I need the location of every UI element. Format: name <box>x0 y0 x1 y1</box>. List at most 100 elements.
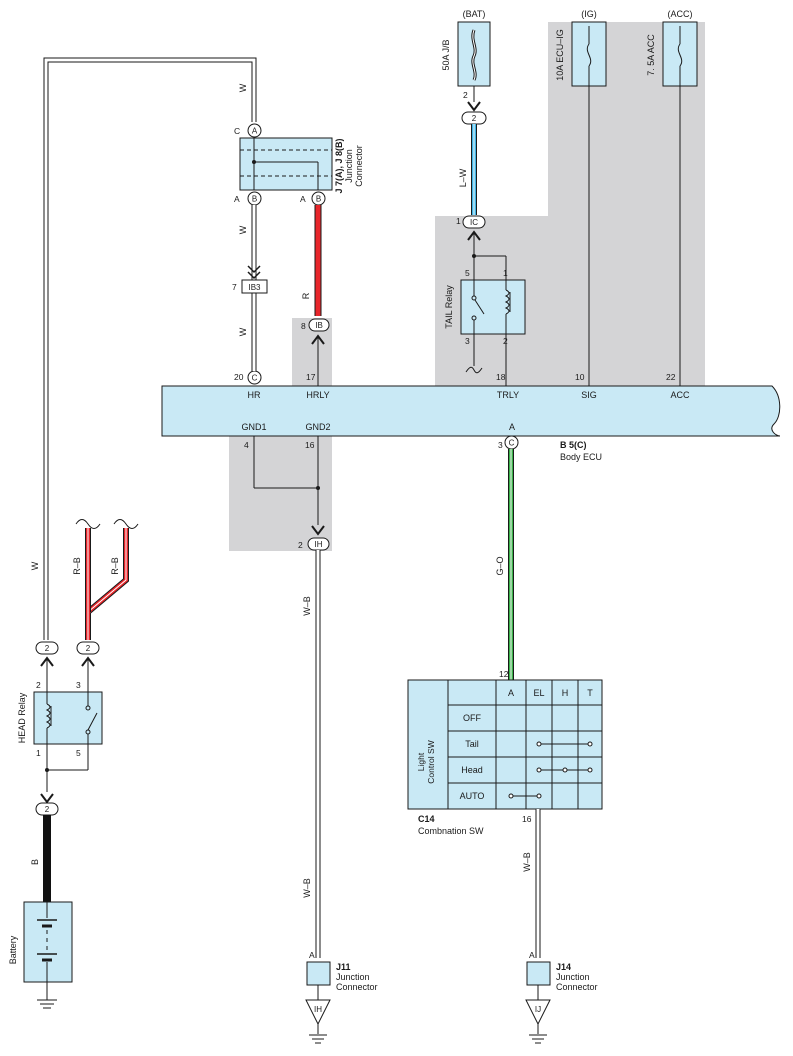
svg-text:2: 2 <box>36 680 41 690</box>
svg-text:(IG): (IG) <box>581 9 597 19</box>
svg-text:3: 3 <box>465 336 470 346</box>
fuse-acc: (ACC) 7. 5A ACC <box>646 9 698 87</box>
svg-text:A: A <box>309 950 315 960</box>
svg-text:IB: IB <box>315 321 323 330</box>
svg-text:1: 1 <box>36 748 41 758</box>
svg-text:J 7(A), J 8(B): J 7(A), J 8(B) <box>334 138 344 193</box>
svg-text:5: 5 <box>76 748 81 758</box>
body-ecu: 20 HR 17 HRLY 18 TRLY 10 SIG 22 ACC GND1… <box>161 372 781 462</box>
svg-text:2: 2 <box>45 805 50 814</box>
svg-text:HRLY: HRLY <box>306 390 329 400</box>
svg-text:7. 5A ACC: 7. 5A ACC <box>646 34 656 76</box>
svg-text:HEAD Relay: HEAD Relay <box>17 692 27 743</box>
svg-text:8: 8 <box>301 321 306 331</box>
svg-text:W: W <box>238 225 248 234</box>
head-relay-connectors: 2 2 <box>35 641 100 692</box>
svg-text:3: 3 <box>76 680 81 690</box>
svg-text:SIG: SIG <box>581 390 597 400</box>
svg-text:B: B <box>30 859 40 865</box>
svg-text:(ACC): (ACC) <box>668 9 693 19</box>
svg-text:GND2: GND2 <box>305 422 330 432</box>
svg-text:TRLY: TRLY <box>497 390 519 400</box>
svg-text:T: T <box>587 688 593 698</box>
svg-text:Junction: Junction <box>344 149 354 183</box>
ground-wires: 2 IH W–B W–B <box>253 436 330 958</box>
svg-text:GND1: GND1 <box>241 422 266 432</box>
svg-text:1: 1 <box>456 216 461 226</box>
svg-text:B: B <box>252 195 257 204</box>
svg-text:17: 17 <box>306 372 316 382</box>
svg-text:W–B: W–B <box>302 878 312 898</box>
svg-text:J11: J11 <box>336 962 351 972</box>
tail-relay: 5 1 3 2 TAIL Relay <box>444 254 526 386</box>
svg-text:Head: Head <box>461 765 483 775</box>
wire-r: R 8 IB <box>301 205 330 386</box>
svg-text:2: 2 <box>298 540 303 550</box>
svg-text:W: W <box>238 83 248 92</box>
svg-text:20: 20 <box>234 372 244 382</box>
svg-text:A: A <box>529 950 535 960</box>
svg-text:OFF: OFF <box>463 713 481 723</box>
light-control-switch: A EL H T OFF Tail Head AUTO Light Contro… <box>407 679 603 836</box>
svg-text:10A ECU–IG: 10A ECU–IG <box>555 29 565 81</box>
svg-text:Combnation SW: Combnation SW <box>418 826 484 836</box>
wire-rb: R–B R–B <box>72 519 139 640</box>
svg-text:A: A <box>252 127 258 136</box>
svg-text:J14: J14 <box>556 962 571 972</box>
svg-text:1: 1 <box>503 268 508 278</box>
svg-text:Battery: Battery <box>8 935 18 964</box>
svg-text:50A J/B: 50A J/B <box>441 39 451 70</box>
svg-text:IC: IC <box>470 218 478 227</box>
svg-text:IB3: IB3 <box>248 283 261 292</box>
svg-text:4: 4 <box>244 440 249 450</box>
svg-text:L–W: L–W <box>458 168 468 187</box>
svg-text:IH: IH <box>315 540 323 549</box>
svg-text:A: A <box>509 422 515 432</box>
svg-text:G–O: G–O <box>495 556 505 575</box>
svg-text:Tail: Tail <box>465 739 479 749</box>
svg-text:B: B <box>316 195 321 204</box>
svg-text:C14: C14 <box>418 814 435 824</box>
svg-text:Connector: Connector <box>354 145 364 187</box>
svg-text:W–B: W–B <box>522 852 532 872</box>
svg-text:Control SW: Control SW <box>426 740 436 783</box>
svg-text:16: 16 <box>305 440 315 450</box>
battery: B Battery <box>8 815 73 1009</box>
svg-text:Light: Light <box>416 752 426 771</box>
svg-text:HR: HR <box>248 390 261 400</box>
svg-text:AUTO: AUTO <box>460 791 485 801</box>
svg-text:Junction: Junction <box>556 972 590 982</box>
svg-text:C: C <box>509 439 515 448</box>
svg-text:EL: EL <box>533 688 544 698</box>
svg-text:A: A <box>508 688 514 698</box>
svg-text:Connector: Connector <box>556 982 598 992</box>
fuse-ig: (IG) 10A ECU–IG <box>555 9 607 87</box>
connector-ic: 1 IC <box>456 215 486 256</box>
svg-text:H: H <box>562 688 569 698</box>
wire-w-hr: W 7 IB3 W <box>232 205 268 371</box>
svg-text:2: 2 <box>463 90 468 100</box>
bat-connector: 2 <box>461 101 487 125</box>
wire-go: C G–O 12 <box>495 435 519 680</box>
svg-text:IJ: IJ <box>535 1005 541 1014</box>
svg-text:W–B: W–B <box>302 596 312 616</box>
svg-text:A: A <box>300 194 306 204</box>
svg-text:2: 2 <box>472 114 477 123</box>
svg-text:IH: IH <box>314 1005 322 1014</box>
svg-text:TAIL Relay: TAIL Relay <box>444 285 454 329</box>
svg-text:12: 12 <box>499 669 509 679</box>
svg-text:W: W <box>238 327 248 336</box>
svg-text:7: 7 <box>232 282 237 292</box>
connector-c-hr: C <box>247 370 262 385</box>
svg-text:A: A <box>234 194 240 204</box>
fuse-bat: (BAT) 50A J/B 2 <box>441 9 491 102</box>
svg-text:ACC: ACC <box>670 390 690 400</box>
junction-j14: A IJ J14 Junction Connector <box>525 950 598 1044</box>
svg-text:B 5(C): B 5(C) <box>560 440 587 450</box>
svg-text:R: R <box>301 292 311 299</box>
junction-j11: A IH J11 Junction Connector <box>305 950 378 1044</box>
svg-text:C: C <box>252 374 258 383</box>
svg-text:16: 16 <box>522 814 532 824</box>
svg-text:2: 2 <box>86 644 91 653</box>
